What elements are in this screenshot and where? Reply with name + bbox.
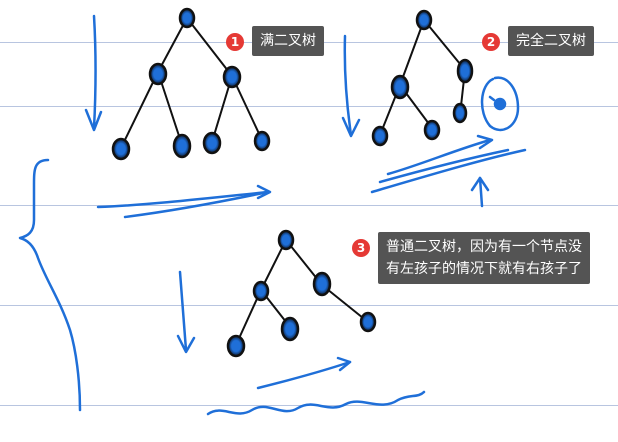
tree-node [280,316,300,342]
tree-node [226,334,246,358]
note-2: 2 完全二叉树 [482,26,594,56]
tree-node [202,131,222,155]
tree-node [456,58,474,84]
tree-node [312,271,332,297]
tree-node [148,62,168,86]
note-1-text: 满二叉树 [252,26,324,56]
note-1: 1 满二叉树 [226,26,324,56]
tree-node [172,133,192,159]
tree-node [222,65,242,89]
note-1-number: 1 [226,33,244,51]
complete-tree-nodes [371,9,474,147]
note-2-text: 完全二叉树 [508,26,594,56]
tree-node [277,229,295,251]
tree-node [452,102,468,124]
tree-node [415,9,433,31]
tree-node [423,119,441,141]
note-2-number: 2 [482,33,500,51]
tree-node [178,7,196,29]
note-3-number: 3 [352,239,370,257]
ruled-line [0,106,618,107]
tree-node [252,280,270,302]
ruled-line [0,305,618,306]
full-binary-tree [120,17,263,149]
note-3-text: 普通二叉树，因为有一个节点没 有左孩子的情况下就有右孩子了 [378,232,590,284]
note-3: 3 普通二叉树，因为有一个节点没 有左孩子的情况下就有右孩子了 [352,232,590,284]
tree-node [111,137,131,161]
tree-node [390,74,410,100]
ruled-line [0,205,618,206]
tree-node [371,125,389,147]
tree-node [253,130,271,152]
tree-node [359,311,377,333]
blue-pen-strokes [18,14,527,416]
full-tree-nodes [111,7,271,161]
ordinary-tree-nodes [226,229,377,358]
complete-binary-tree [379,19,466,136]
